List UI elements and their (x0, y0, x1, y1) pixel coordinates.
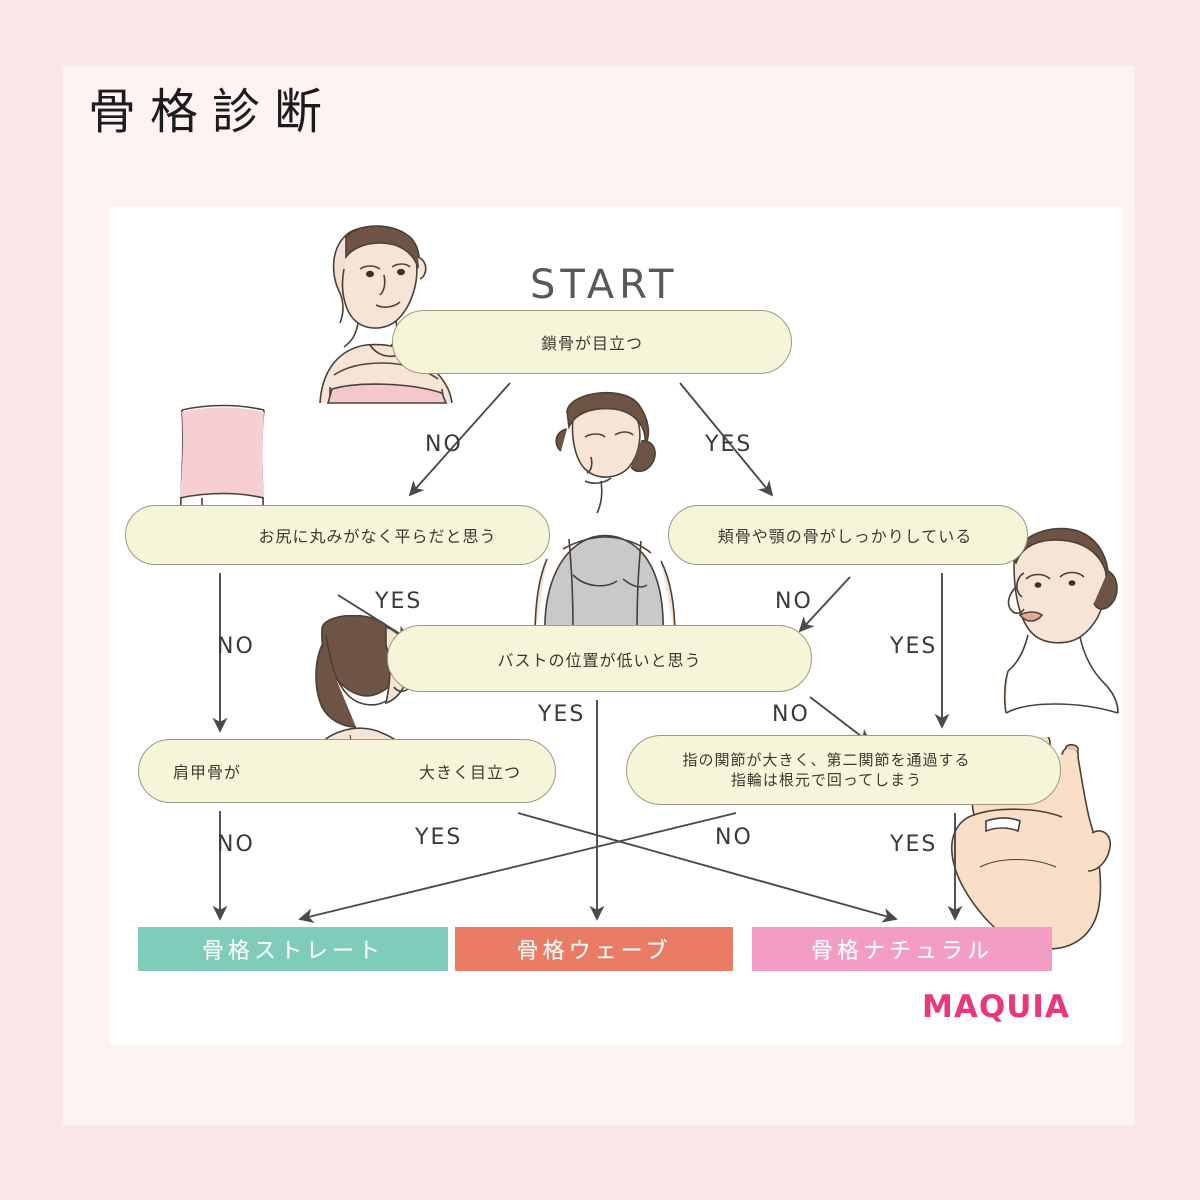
start-label: START (530, 262, 679, 308)
question-box-shoulder-blade[interactable]: 肩甲骨が 大きく目立つ (138, 739, 556, 803)
edge-label-no-hip-scapula: NO (217, 634, 255, 659)
maquia-logo: MAQUIA (922, 989, 1070, 1025)
result-label: 骨格ストレート (201, 939, 384, 964)
question-text-right: 大きく目立つ (418, 763, 521, 782)
result-label: 骨格ナチュラル (810, 939, 993, 964)
illustration-face-profile (968, 525, 1128, 715)
flow-arrows (212, 382, 963, 924)
question-text-line2: 指輪は根元で回ってしまう (730, 771, 923, 789)
result-bar-wave[interactable]: 骨格ウェーブ (455, 927, 733, 971)
result-label: 骨格ウェーブ (516, 939, 672, 964)
question-text-left: 肩甲骨が (173, 763, 242, 782)
edge-label-yes-hip-bust: YES (375, 589, 423, 614)
edge-label-no-bust-finger: NO (772, 702, 810, 727)
edge-label-yes-start-cheek: YES (705, 432, 753, 457)
question-text-line1: 指の関節が大きく、第二関節を通過する (682, 750, 971, 769)
question-box-hips[interactable]: お尻に丸みがなく平らだと思う (125, 505, 550, 565)
page-title: 骨格診断 (88, 84, 337, 140)
question-text: お尻に丸みがなく平らだと思う (258, 527, 497, 546)
question-text: バストの位置が低いと思う (497, 650, 702, 670)
illustration-bust-woman (505, 389, 700, 639)
edge-label-no-start-hip: NO (425, 432, 463, 457)
question-box-bust-position[interactable]: バストの位置が低いと思う (387, 625, 812, 692)
illustration-collarbone-woman (300, 217, 480, 407)
edge-label-no-scapula-straight: NO (217, 832, 255, 857)
edge-label-no-cheek-bust: NO (775, 589, 813, 614)
flowchart-card: START NO YES NO YES NO YES YES NO NO YES… (110, 207, 1122, 1045)
edge-label-yes-finger-natural: YES (890, 832, 938, 857)
question-box-collarbone[interactable]: 鎖骨が目立つ (392, 310, 792, 374)
edge-label-yes-cheek-finger: YES (890, 634, 938, 659)
result-bar-straight[interactable]: 骨格ストレート (138, 927, 448, 971)
question-box-finger-joints[interactable]: 指の関節が大きく、第二関節を通過する 指輪は根元で回ってしまう (626, 735, 1061, 805)
result-bar-natural[interactable]: 骨格ナチュラル (752, 927, 1052, 971)
edge-label-yes-scapula-natural: YES (415, 825, 463, 850)
question-text: 鎖骨が目立つ (540, 334, 643, 353)
question-box-cheekbone[interactable]: 頬骨や顎の骨がしっかりしている (668, 505, 1028, 565)
edge-label-yes-bust-wave: YES (538, 702, 586, 727)
edge-label-no-finger-straight: NO (715, 825, 753, 850)
question-text: 頬骨や顎の骨がしっかりしている (717, 527, 973, 546)
